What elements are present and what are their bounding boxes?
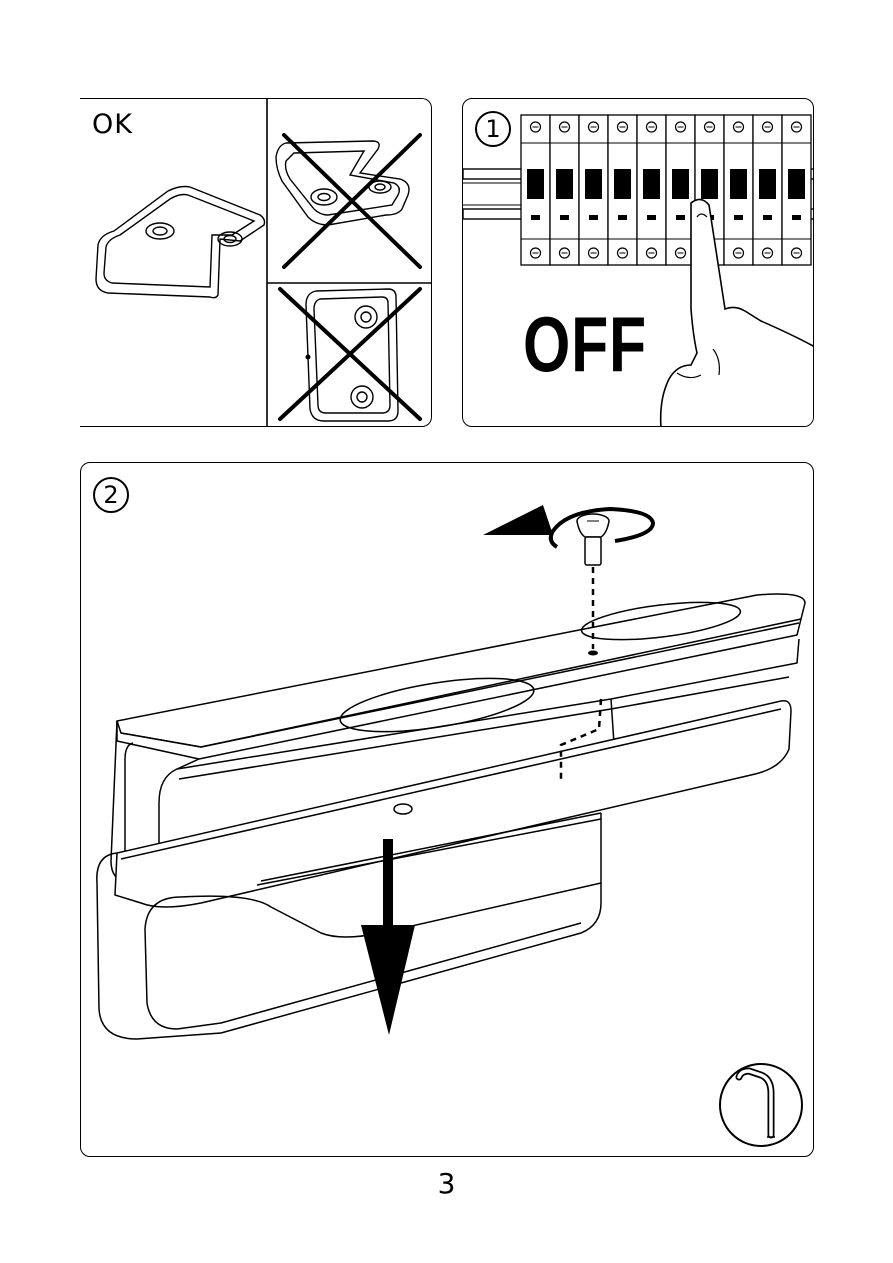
circuit-breaker-module <box>637 115 666 265</box>
circuit-breaker-module <box>608 115 637 265</box>
page-number: 3 <box>0 1167 893 1200</box>
step-2-badge: 2 <box>93 477 129 513</box>
hex-key-tool-icon <box>720 1064 802 1146</box>
remove-cover-down-arrow <box>361 839 415 1035</box>
incorrect-cross-mark-1 <box>284 135 420 267</box>
screw-illustration <box>577 514 609 565</box>
circuit-breaker-module <box>753 115 782 265</box>
step-2-panel: 2 <box>80 462 814 1157</box>
circuit-breaker-module <box>724 115 753 265</box>
circuit-breaker-module <box>521 115 550 265</box>
correct-bracket-illustration <box>96 187 265 298</box>
off-instruction-text: OFF <box>523 299 647 390</box>
step-1-panel: 1 OFF <box>462 98 814 427</box>
step-1-badge: 1 <box>475 111 511 147</box>
fixture-disassembly-illustration <box>81 463 814 1157</box>
circuit-breaker-module <box>579 115 608 265</box>
mounting-orientation-drawing <box>80 99 432 427</box>
mounting-orientation-panel: OK <box>80 98 432 427</box>
incorrect-cross-mark-2 <box>280 289 420 419</box>
circuit-breaker-module <box>782 115 811 265</box>
rotation-arrowhead <box>483 505 553 535</box>
circuit-breaker-module <box>550 115 579 265</box>
